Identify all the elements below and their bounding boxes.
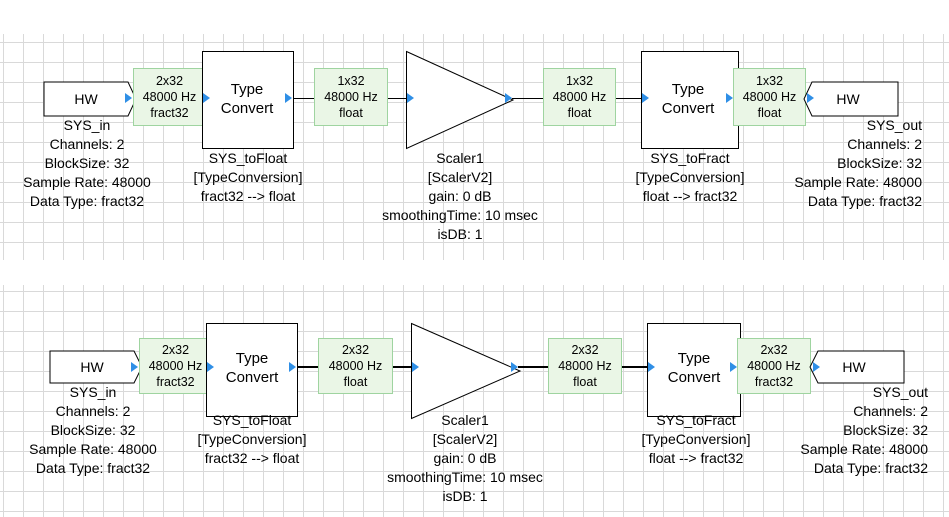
- input-port-icon[interactable]: [203, 93, 210, 103]
- diagram-canvas-bottom[interactable]: HW 2x32 48000 Hz fract32 Type Convert 2x…: [0, 285, 949, 517]
- wire[interactable]: [296, 366, 318, 368]
- wire-type: float: [339, 106, 363, 120]
- hw-output-caption: SYS_out Channels: 2 BlockSize: 32 Sample…: [800, 384, 928, 476]
- hw-input-block[interactable]: [43, 81, 137, 117]
- type-convert-to-float-block[interactable]: [206, 323, 298, 417]
- wire-info-label[interactable]: 1x32 48000 Hz float: [543, 68, 616, 126]
- wire-rate: 48000 Hz: [558, 359, 612, 373]
- wire-size: 2x32: [155, 74, 184, 88]
- separator: [0, 260, 949, 285]
- type-convert-to-fract-block[interactable]: [641, 51, 739, 149]
- wire-info-label[interactable]: 2x32 48000 Hz fract32: [133, 68, 206, 126]
- wire[interactable]: [622, 366, 648, 368]
- hw-input-caption: SYS_in Channels: 2 BlockSize: 32 Sample …: [29, 384, 157, 476]
- wire[interactable]: [393, 366, 413, 368]
- to-float-caption: SYS_toFloat [TypeConversion] fract32 -->…: [193, 150, 303, 204]
- wire-info-label[interactable]: 2x32 48000 Hz fract32: [737, 338, 811, 394]
- wire-info-label[interactable]: 2x32 48000 Hz float: [548, 338, 622, 394]
- wire-size: 1x32: [565, 74, 594, 88]
- input-port-icon[interactable]: [207, 362, 214, 372]
- wire[interactable]: [512, 98, 544, 99]
- hw-output-label: HW: [836, 91, 860, 107]
- wire-size: 2x32: [760, 343, 788, 357]
- type-convert-label: Type Convert: [225, 350, 279, 386]
- wire-type: float: [757, 106, 782, 120]
- output-port-icon[interactable]: [726, 93, 733, 103]
- hw-output-block[interactable]: [809, 350, 905, 384]
- wire-size: 2x32: [161, 343, 190, 357]
- input-port-icon[interactable]: [642, 93, 649, 103]
- scaler-caption: Scaler1 [ScalerV2] gain: 0 dB smoothingT…: [382, 150, 538, 242]
- hw-output-caption: SYS_out Channels: 2 BlockSize: 32 Sample…: [794, 117, 922, 209]
- wire[interactable]: [388, 98, 408, 99]
- output-port-icon[interactable]: [125, 93, 132, 103]
- wire-rate: 48000 Hz: [552, 90, 607, 104]
- wire-size: 2x32: [571, 343, 599, 357]
- wire-type: fract32: [150, 106, 189, 120]
- input-port-icon[interactable]: [412, 362, 419, 372]
- to-fract-caption: SYS_toFract [TypeConversion] float --> f…: [641, 412, 751, 466]
- wire-size: 2x32: [341, 343, 370, 357]
- output-port-icon[interactable]: [289, 362, 296, 372]
- input-port-icon[interactable]: [407, 93, 414, 103]
- wire-info-label[interactable]: 1x32 48000 Hz float: [733, 68, 806, 126]
- type-convert-label: Type Convert: [220, 81, 274, 117]
- output-port-icon[interactable]: [511, 362, 518, 372]
- output-port-icon[interactable]: [505, 93, 512, 103]
- type-convert-label: Type Convert: [661, 81, 715, 117]
- wire-rate: 48000 Hz: [148, 359, 203, 373]
- output-port-icon[interactable]: [730, 362, 737, 372]
- wire-type: float: [343, 375, 368, 389]
- type-convert-to-fract-block[interactable]: [647, 323, 741, 417]
- hw-output-block[interactable]: [803, 81, 899, 117]
- hw-input-block[interactable]: [49, 350, 143, 384]
- wire-rate: 48000 Hz: [142, 90, 197, 104]
- input-port-icon[interactable]: [813, 362, 820, 372]
- wire[interactable]: [518, 366, 548, 368]
- hw-input-label: HW: [80, 359, 104, 375]
- wire-rate: 48000 Hz: [747, 359, 801, 373]
- wire-rate: 48000 Hz: [328, 359, 383, 373]
- wire-size: 1x32: [755, 74, 784, 88]
- wire-type: float: [573, 375, 597, 389]
- to-float-caption: SYS_toFloat [TypeConversion] fract32 -->…: [197, 412, 307, 466]
- hw-input-caption: SYS_in Channels: 2 BlockSize: 32 Sample …: [23, 117, 151, 209]
- wire-rate: 48000 Hz: [324, 90, 378, 104]
- wire-info-label[interactable]: 2x32 48000 Hz float: [318, 338, 393, 394]
- wire-info-label[interactable]: 1x32 48000 Hz float: [314, 68, 388, 126]
- wire-size: 1x32: [337, 74, 365, 88]
- output-port-icon[interactable]: [131, 362, 138, 372]
- input-port-icon[interactable]: [648, 362, 655, 372]
- wire-type: fract32: [156, 375, 195, 389]
- wire-type: float: [567, 106, 592, 120]
- scaler-block[interactable]: [406, 50, 515, 150]
- hw-input-label: HW: [74, 91, 98, 107]
- wire-type: fract32: [754, 375, 794, 389]
- input-port-icon[interactable]: [807, 93, 814, 103]
- wire-rate: 48000 Hz: [742, 90, 797, 104]
- to-fract-caption: SYS_toFract [TypeConversion] float --> f…: [635, 150, 745, 204]
- type-convert-label: Type Convert: [667, 350, 721, 386]
- wire[interactable]: [616, 98, 642, 99]
- type-convert-to-float-block[interactable]: [202, 51, 294, 149]
- scaler-caption: Scaler1 [ScalerV2] gain: 0 dB smoothingT…: [387, 412, 543, 504]
- wire[interactable]: [292, 98, 314, 99]
- diagram-canvas-top[interactable]: HW 2x32 48000 Hz fract32 Type Convert 1x…: [0, 34, 949, 260]
- scaler-block[interactable]: [411, 322, 522, 420]
- output-port-icon[interactable]: [285, 93, 292, 103]
- hw-output-label: HW: [842, 359, 866, 375]
